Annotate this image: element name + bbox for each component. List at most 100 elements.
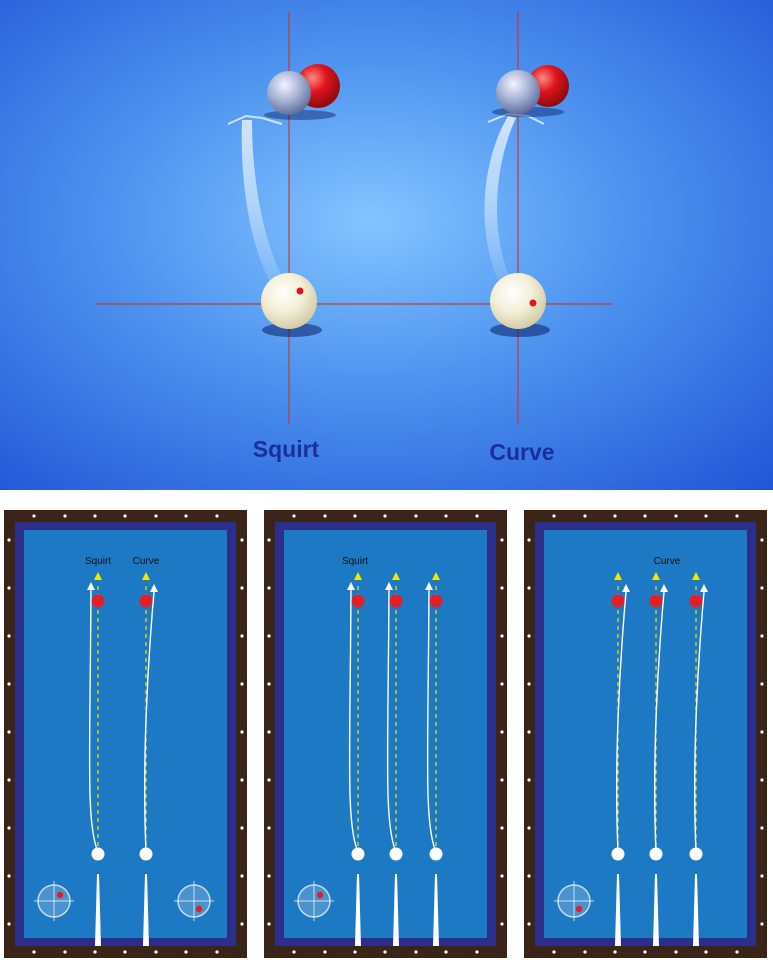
rail-diamond [63, 514, 67, 518]
rail-diamond [353, 950, 357, 954]
table-cloth [284, 530, 487, 938]
cue-stick [653, 874, 659, 946]
cue-ball-right [490, 273, 546, 329]
rail-diamond [500, 874, 504, 878]
rail-diamond [240, 538, 244, 542]
cue-ball-path-arrowhead [425, 582, 433, 590]
rail-diamond [500, 730, 504, 734]
table-diagram-squirt: Squirt [264, 510, 507, 958]
ghost-ball-right [496, 70, 540, 114]
rail-diamond [383, 514, 387, 518]
tip-contact-dot-right [529, 299, 537, 307]
cue-ball-path-squirt [88, 589, 99, 853]
cue-ball-shadow-right [490, 323, 550, 337]
rail-diamond [240, 730, 244, 734]
rail-diamond [414, 514, 418, 518]
rail-diamond [500, 682, 504, 686]
object-ball [351, 594, 365, 608]
rail-diamond [500, 922, 504, 926]
rail-diamond [323, 950, 327, 954]
tip-contact-dot [316, 891, 324, 899]
object-ball [389, 594, 403, 608]
rail-diamond [500, 634, 504, 638]
rail-diamond [7, 826, 11, 830]
tip-contact-dot [56, 891, 64, 899]
squirt-trail-arrowhead [227, 114, 283, 125]
object-ball [429, 594, 443, 608]
cue-stick [143, 874, 149, 946]
aim-marker [692, 572, 700, 580]
rail-diamond [267, 538, 271, 542]
squirt-curve-photo: Squirt Curve [0, 0, 773, 490]
cue-stick [95, 874, 101, 946]
rail-diamond [292, 950, 296, 954]
rail-diamond [444, 950, 448, 954]
cue-stick [433, 874, 439, 946]
table-diagram-curve: Curve [524, 510, 767, 958]
rail-diamond [215, 514, 219, 518]
rail-diamond [7, 586, 11, 590]
aim-marker [652, 572, 660, 580]
rail-diamond [475, 514, 479, 518]
squirt-trail [241, 120, 284, 282]
table-cloth [544, 530, 747, 938]
rail-diamond [760, 922, 764, 926]
rail-diamond [760, 586, 764, 590]
cue-stick [693, 874, 699, 946]
object-ball [649, 594, 663, 608]
cue-ball-left [261, 273, 317, 329]
cue-ball [611, 847, 625, 861]
rail-diamond [267, 730, 271, 734]
rail-diamond [760, 538, 764, 542]
rail-diamond [527, 634, 531, 638]
rail-diamond [500, 778, 504, 782]
cloth-background [0, 0, 773, 490]
rail-diamond [7, 874, 11, 878]
table-cloth [24, 530, 227, 938]
cue-ball-path-arrowhead [87, 582, 95, 590]
cue-ball [649, 847, 663, 861]
rail-diamond [475, 950, 479, 954]
rail-diamond [527, 586, 531, 590]
cue-ball-path-curve [144, 591, 155, 853]
caption-squirt: Squirt [253, 436, 320, 462]
rail-diamond [527, 538, 531, 542]
rail-diamond [7, 538, 11, 542]
aim-marker [354, 572, 362, 580]
rail-diamond [32, 514, 36, 518]
rail-diamond [383, 950, 387, 954]
rail-diamond [7, 778, 11, 782]
cue-ball-path-arrowhead [347, 582, 355, 590]
rail-diamond [240, 874, 244, 878]
table-label-squirt: Squirt [342, 556, 368, 567]
rail-diamond [613, 514, 617, 518]
object-ball [139, 594, 153, 608]
rail-diamond [7, 634, 11, 638]
rail-diamond [123, 514, 127, 518]
rail-diamond [63, 950, 67, 954]
rail-diamond [527, 874, 531, 878]
rail-diamond [7, 730, 11, 734]
rail-diamond [704, 514, 708, 518]
rail-diamond [267, 826, 271, 830]
rail-diamond [123, 950, 127, 954]
aim-marker [432, 572, 440, 580]
rail-diamond [7, 682, 11, 686]
aim-marker [94, 572, 102, 580]
rail-diamond [267, 682, 271, 686]
rail-diamond [760, 778, 764, 782]
rail-diamond [583, 950, 587, 954]
rail-diamond [527, 778, 531, 782]
rail-diamond [760, 826, 764, 830]
cue-ball [689, 847, 703, 861]
rail-diamond [760, 634, 764, 638]
rail-diamond [240, 922, 244, 926]
rail-diamond [552, 514, 556, 518]
tip-contact-dot [575, 905, 583, 913]
cue-stick [615, 874, 621, 946]
rail-diamond [292, 514, 296, 518]
cue-ball-path-squirt [426, 589, 437, 853]
rail-diamond [32, 950, 36, 954]
rail-diamond [267, 922, 271, 926]
